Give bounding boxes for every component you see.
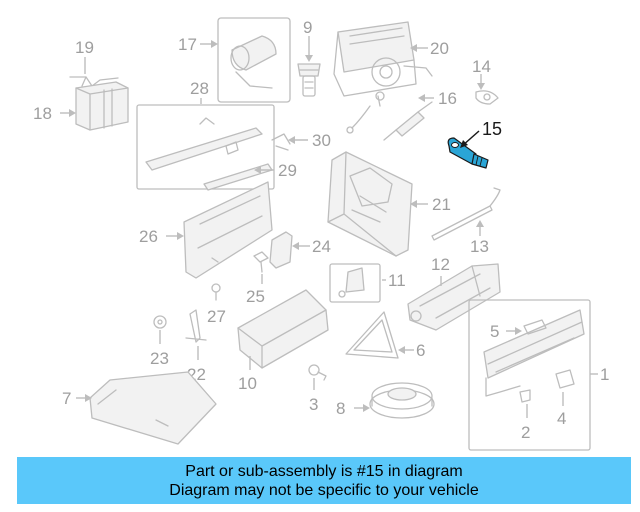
arrow-26 (177, 232, 184, 240)
callout-11: 11 (388, 271, 406, 290)
part-21-foam-tray (327, 151, 413, 257)
callout-28: 28 (190, 79, 209, 98)
arrow-7 (85, 394, 92, 402)
callout-23: 23 (150, 349, 169, 368)
callout-9: 9 (303, 18, 312, 37)
callout-25: 25 (246, 287, 265, 306)
callout-16: 16 (438, 89, 457, 108)
part-3-bolt (308, 364, 327, 381)
kit-cable (351, 105, 371, 129)
callout-4: 4 (557, 409, 566, 428)
part-6-warning-triangle (345, 311, 399, 359)
part-23-nut (153, 315, 167, 329)
callout-2: 2 (521, 423, 530, 442)
arrow-6 (398, 346, 405, 354)
part-22-bracket (185, 309, 207, 343)
part-13-wrench (431, 187, 501, 241)
callout-17: 17 (178, 35, 197, 54)
part-17-compressor (217, 17, 291, 103)
callout-21: 21 (432, 195, 451, 214)
part-18-pad (75, 81, 129, 131)
callout-14: 14 (472, 57, 491, 76)
callout-5: 5 (490, 322, 499, 341)
parts-diagram: 19 18 17 9 20 1 (33, 17, 609, 451)
info-banner: Part or sub-assembly is #15 in diagram D… (17, 457, 631, 504)
part-11-triangle-box (329, 263, 381, 303)
arrow-20 (410, 44, 417, 52)
kit-cable-end (346, 126, 354, 134)
callout-26: 26 (139, 227, 158, 246)
part-16-screwdriver (383, 101, 433, 141)
part-14-hook (475, 90, 499, 105)
callout-30: 30 (312, 131, 331, 150)
part-30-clip (271, 133, 291, 151)
callout-20: 20 (430, 39, 449, 58)
callout-7: 7 (62, 389, 71, 408)
arrow-5 (515, 327, 522, 335)
callout-29: 29 (278, 161, 297, 180)
callout-13: 13 (470, 237, 489, 256)
arrow-30 (288, 136, 295, 144)
part-7-floor-mat (89, 371, 217, 445)
callout-15: 15 (482, 119, 502, 139)
part-1-rear-trim (468, 299, 591, 451)
arrow-17 (211, 40, 218, 48)
part-12-jack (407, 263, 501, 331)
part-8-wheel-holder (369, 382, 435, 419)
part-20-repair-kit (333, 21, 433, 107)
arrow-16 (418, 94, 425, 102)
part-9-valve (297, 63, 321, 97)
callout-3: 3 (309, 395, 318, 414)
callout-8: 8 (336, 399, 345, 418)
arrow-18 (69, 109, 76, 117)
part-2-clip (519, 389, 531, 403)
arrow-21 (410, 200, 417, 208)
callout-1: 1 (600, 365, 609, 384)
banner-line-1: Part or sub-assembly is #15 in diagram (185, 462, 463, 480)
callout-12: 12 (431, 255, 450, 274)
callout-18: 18 (33, 104, 52, 123)
part-26-side-panel (183, 181, 273, 279)
callout-10: 10 (238, 374, 257, 393)
part-25-clip (253, 251, 269, 273)
banner-line-2: Diagram may not be specific to your vehi… (169, 481, 479, 499)
part-28-trim-panel (136, 104, 275, 190)
part-4-retainer (555, 369, 575, 389)
arrow-24 (292, 242, 299, 250)
arrow-13 (476, 220, 484, 227)
arrow-15 (460, 140, 468, 148)
part-24-cover (269, 231, 293, 269)
arrow-14 (477, 83, 485, 90)
callout-27: 27 (207, 307, 226, 326)
arrow-29 (254, 166, 261, 174)
part-10-storage-tray (237, 289, 329, 369)
part-5-badge (523, 319, 547, 335)
callout-6: 6 (416, 341, 425, 360)
callout-24: 24 (312, 237, 331, 256)
callout-19: 19 (75, 38, 94, 57)
part-15-tow-eye (447, 137, 489, 169)
part-27-pin (211, 283, 221, 301)
arrow-9 (305, 55, 313, 62)
arrow-8 (363, 404, 370, 412)
